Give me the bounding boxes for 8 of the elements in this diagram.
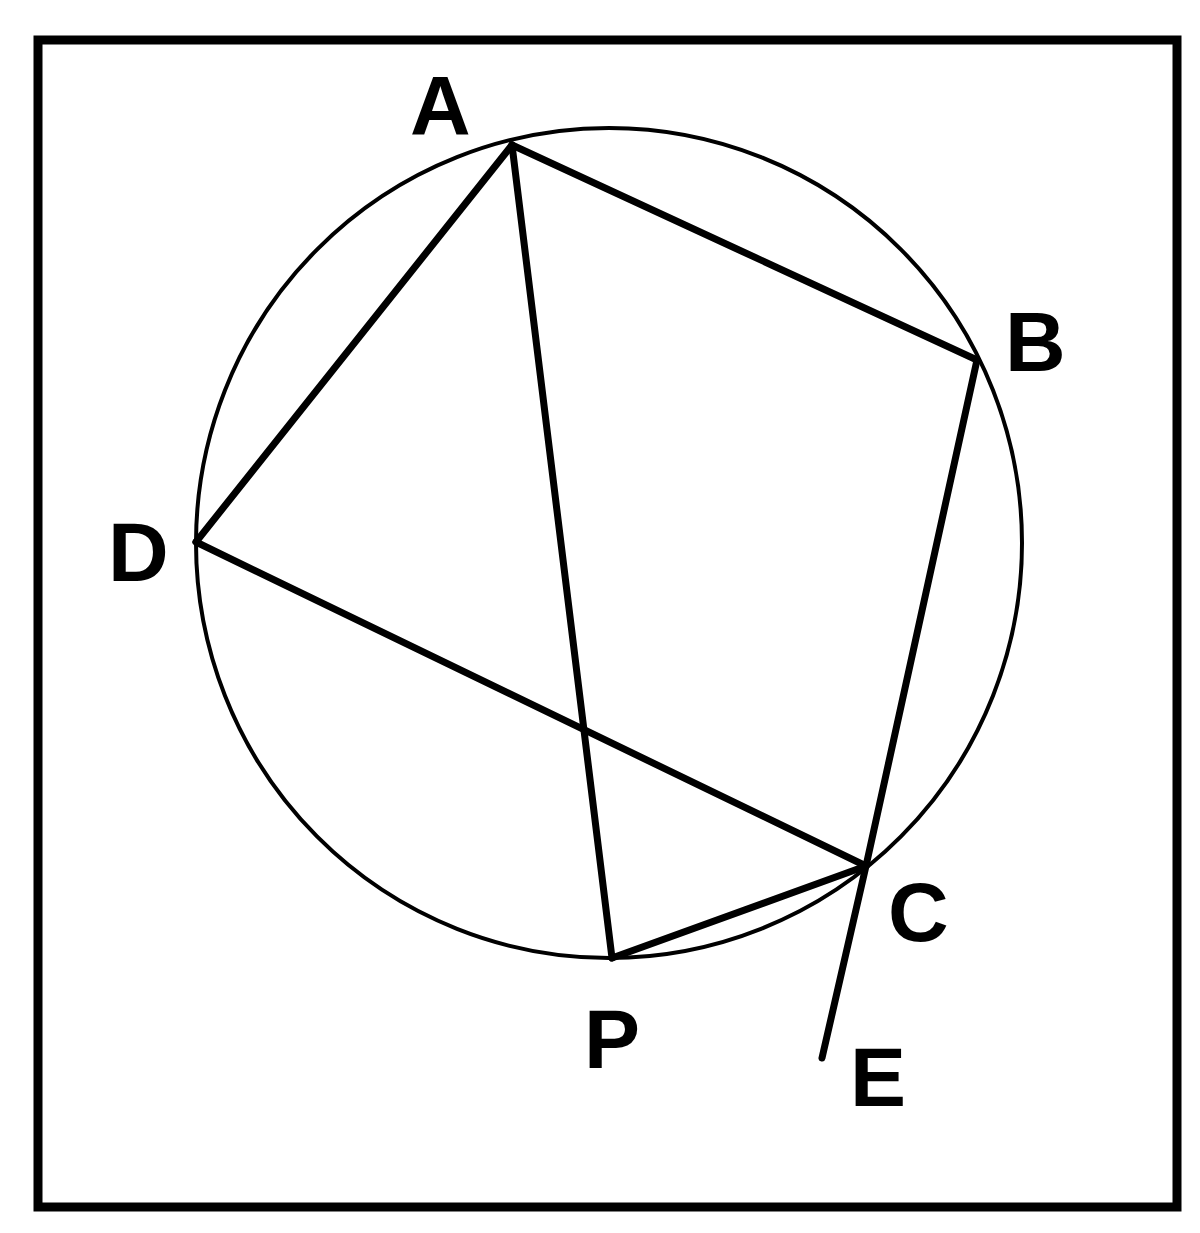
point-label: P — [584, 997, 641, 1081]
line-segment — [608, 862, 870, 962]
point-label: A — [410, 64, 471, 148]
line-segment — [508, 141, 616, 962]
point-label: E — [850, 1035, 907, 1119]
point-label: B — [1005, 300, 1066, 384]
point-label: C — [888, 870, 949, 954]
point-label: D — [108, 510, 169, 594]
